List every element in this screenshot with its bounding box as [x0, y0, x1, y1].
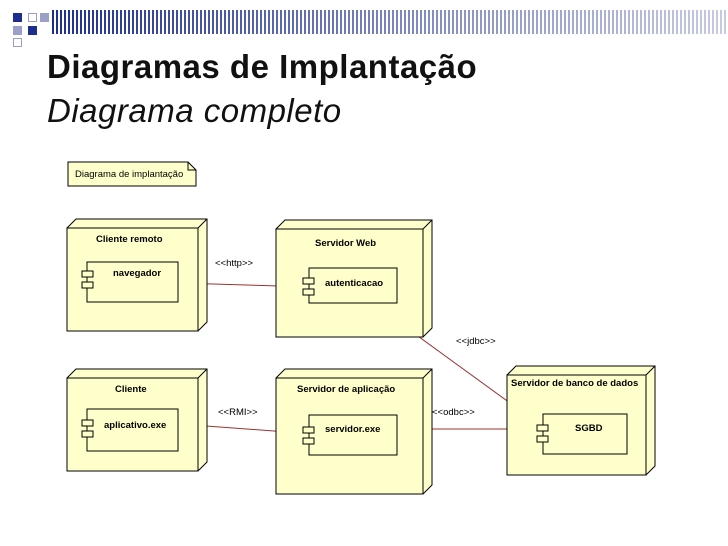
- rmi-stereotype-label: <<RMI>>: [218, 407, 258, 418]
- node-servidor-banco-de-dados: Servidor de banco de dados SGBD: [506, 365, 656, 476]
- node-servidor-web: Servidor Web autenticacao: [275, 219, 433, 338]
- deco-square-2: [28, 13, 37, 22]
- node-servidor-aplicacao: Servidor de aplicação servidor.exe: [275, 368, 433, 495]
- deco-square-6: [13, 38, 22, 47]
- diagram-note: Diagrama de implantação: [67, 161, 197, 187]
- component-navegador: navegador: [81, 261, 179, 303]
- component-servidor-exe: servidor.exe: [302, 414, 398, 456]
- component-label: SGBD: [575, 423, 603, 434]
- slide-title: Diagramas de Implantação: [47, 48, 478, 85]
- node-cliente-remoto: Cliente remoto navegador: [66, 218, 208, 332]
- node-label: Servidor Web: [315, 238, 376, 249]
- deco-square-4: [13, 26, 22, 35]
- deco-square-3: [40, 13, 49, 22]
- component-aplicativo: aplicativo.exe: [81, 408, 179, 452]
- deco-square-1: [13, 13, 22, 22]
- component-label: servidor.exe: [325, 424, 380, 435]
- node-cliente: Cliente aplicativo.exe: [66, 368, 208, 472]
- jdbc-stereotype-label: <<jdbc>>: [456, 336, 496, 347]
- component-label: aplicativo.exe: [104, 420, 166, 431]
- component-sgbd: SGBD: [536, 413, 628, 455]
- http-stereotype-label: <<http>>: [215, 258, 253, 269]
- note-text: Diagrama de implantação: [75, 169, 183, 180]
- node-label: Servidor de banco de dados: [511, 378, 638, 389]
- odbc-stereotype-label: <<odbc>>: [432, 407, 475, 418]
- slide-subtitle: Diagrama completo: [47, 92, 342, 129]
- component-label: autenticacao: [325, 278, 383, 289]
- node-label: Cliente: [115, 384, 147, 395]
- node-label: Servidor de aplicação: [297, 384, 395, 395]
- header-stripe-band: [52, 10, 728, 34]
- deco-square-5: [28, 26, 37, 35]
- component-autenticacao: autenticacao: [302, 267, 398, 304]
- component-label: navegador: [113, 268, 161, 279]
- node-label: Cliente remoto: [96, 234, 163, 245]
